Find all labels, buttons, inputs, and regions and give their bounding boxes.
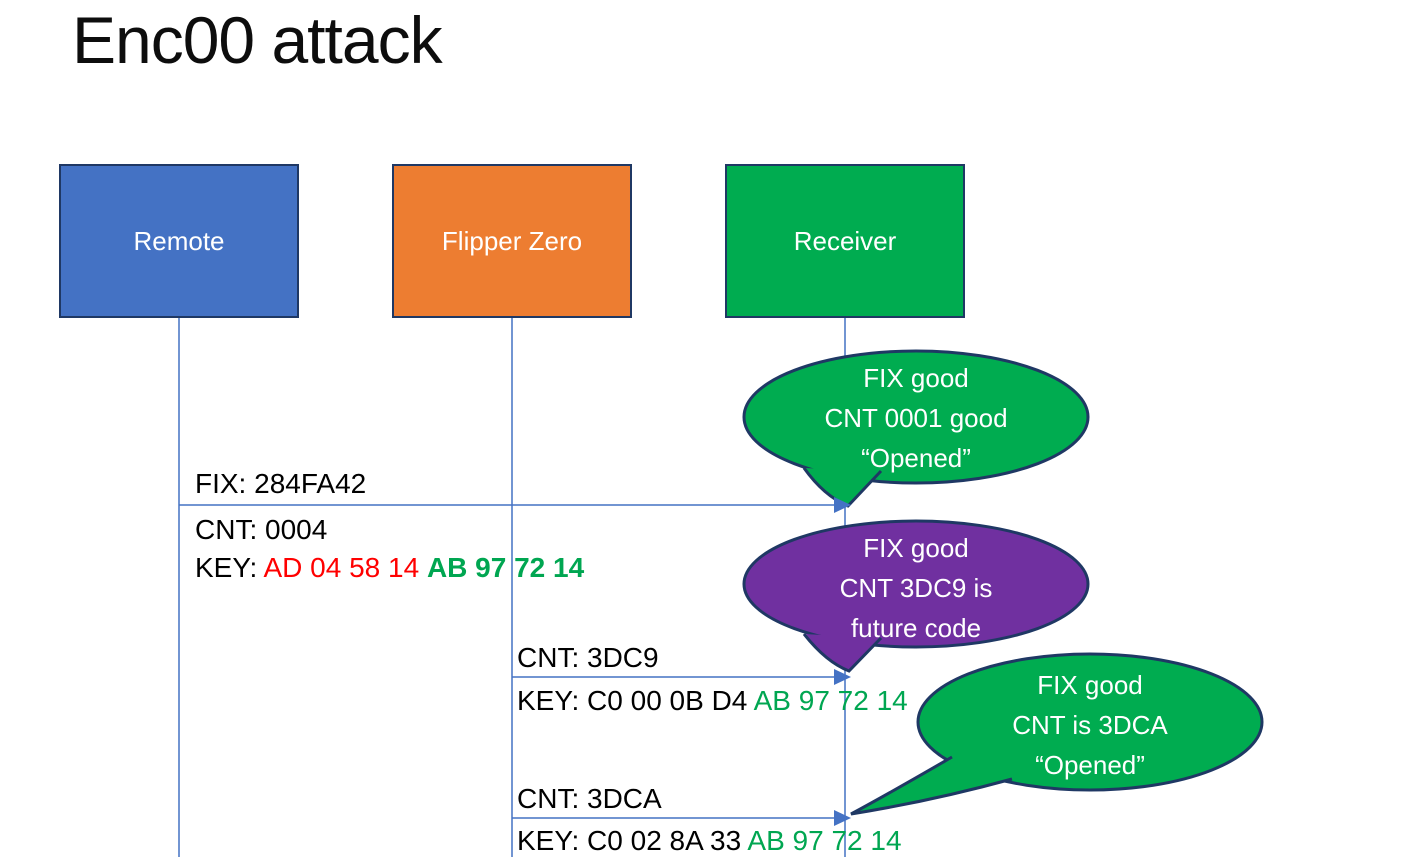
page-title: Enc00 attack	[72, 3, 443, 77]
message3-arrowhead-icon	[834, 810, 851, 826]
message2-key-fixed-bytes: AB 97 72 14	[753, 685, 908, 716]
message1-fix-label: FIX: 284FA42	[195, 468, 367, 499]
callout1-line1: FIX good	[863, 363, 969, 393]
actor-box-remote: Remote	[59, 164, 299, 318]
callout3-text: FIX good CNT is 3DCA “Opened”	[920, 665, 1260, 785]
actor-box-receiver: Receiver	[725, 164, 965, 318]
callout3-bubble	[916, 652, 1264, 792]
callout1-line2: CNT 0001 good	[824, 403, 1008, 433]
message1-key-prefix: KEY:	[195, 552, 264, 583]
message3-key-fixed-bytes: AB 97 72 14	[747, 825, 902, 856]
message2-key-prefix: KEY:	[517, 685, 588, 716]
actor-label-receiver: Receiver	[793, 225, 897, 256]
message1-cnt-label: CNT: 0004	[195, 514, 328, 545]
message1-key-changing-bytes: AD 04 58 14	[263, 552, 427, 583]
message3-key-prefix: KEY:	[517, 825, 588, 856]
callout2-tail	[802, 633, 883, 673]
message2-key-changing-bytes: C0 00 0B D4	[587, 685, 754, 716]
callout2-line1: FIX good	[863, 533, 969, 563]
callout3-line1: FIX good	[1037, 670, 1143, 700]
callout2-bubble	[742, 519, 1090, 649]
message1-key-label: KEY: AD 04 58 14 AB 97 72 14	[195, 551, 584, 585]
callout1-line3: “Opened”	[861, 443, 971, 473]
callout3-tail	[850, 755, 1013, 816]
message3-key-changing-bytes: C0 02 8A 33	[587, 825, 748, 856]
callout2-line3: future code	[850, 613, 982, 643]
message3-key-label: KEY: C0 02 8A 33 AB 97 72 14	[517, 824, 902, 858]
actor-label-flipper-zero: Flipper Zero	[441, 225, 583, 256]
message1-key-fixed-bytes: AB 97 72 14	[426, 552, 585, 583]
message3-cnt-label: CNT: 3DCA	[517, 783, 662, 814]
callout3-line2: CNT is 3DCA	[1012, 710, 1168, 740]
actor-label-remote: Remote	[133, 225, 225, 256]
actor-box-flipper-zero: Flipper Zero	[392, 164, 632, 318]
message2-arrowhead-icon	[834, 669, 851, 685]
callout1-bubble	[742, 349, 1090, 485]
callout1-text: FIX good CNT 0001 good “Opened”	[746, 358, 1086, 478]
callout2-line2: CNT 3DC9 is	[839, 573, 993, 603]
message1-arrowhead-icon	[834, 497, 851, 513]
message2-cnt-label: CNT: 3DC9	[517, 642, 659, 673]
callout2-text: FIX good CNT 3DC9 is future code	[746, 528, 1086, 648]
message2-key-label: KEY: C0 00 0B D4 AB 97 72 14	[517, 684, 908, 718]
callout3-line3: “Opened”	[1035, 750, 1145, 780]
